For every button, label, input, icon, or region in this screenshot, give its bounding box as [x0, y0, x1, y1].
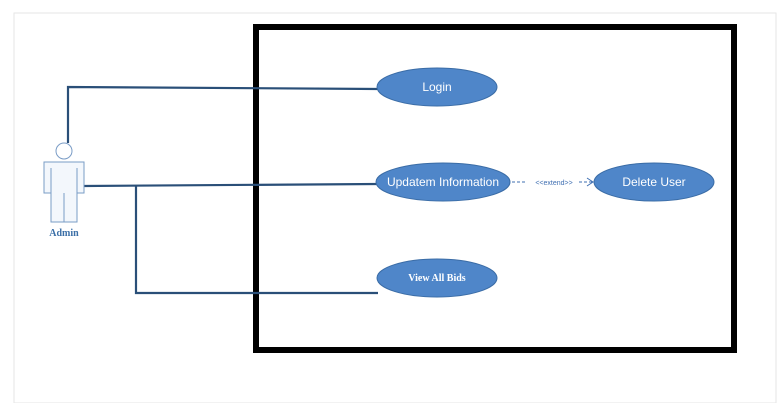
- use-case-login-ellipse: [376, 67, 498, 107]
- actor-admin: Admin: [43, 142, 85, 239]
- use-case-update-information-label: Updatem Information: [387, 175, 499, 189]
- system-boundary: [253, 24, 737, 353]
- use-case-delete-user-ellipse: [593, 162, 715, 202]
- use-case-delete-user-label: Delete User: [622, 175, 685, 189]
- use-case-view-all-bids-label: View All Bids: [408, 273, 466, 284]
- canvas-frame: [13, 12, 777, 403]
- association-view-all-bids: [134, 186, 378, 295]
- actor-head: [55, 142, 73, 160]
- use-case-update-information[interactable]: Updatem Information: [375, 162, 511, 202]
- use-case-view-all-bids-ellipse: [376, 258, 498, 298]
- use-case-delete-user[interactable]: Delete User: [593, 162, 715, 202]
- association-update-information: [83, 182, 379, 188]
- association-login: [66, 85, 379, 143]
- actor-label: Admin: [49, 228, 79, 239]
- use-case-login[interactable]: Login: [376, 67, 498, 107]
- use-case-update-information-ellipse: [375, 162, 511, 202]
- use-case-login-label: Login: [422, 80, 451, 94]
- use-case-view-all-bids[interactable]: View All Bids: [376, 258, 498, 298]
- actor-body: [43, 161, 85, 223]
- extend-label: <<extend>>: [535, 180, 572, 187]
- extend-arrowhead-icon: [586, 177, 594, 187]
- extend-relation: <<extend>>: [512, 177, 594, 187]
